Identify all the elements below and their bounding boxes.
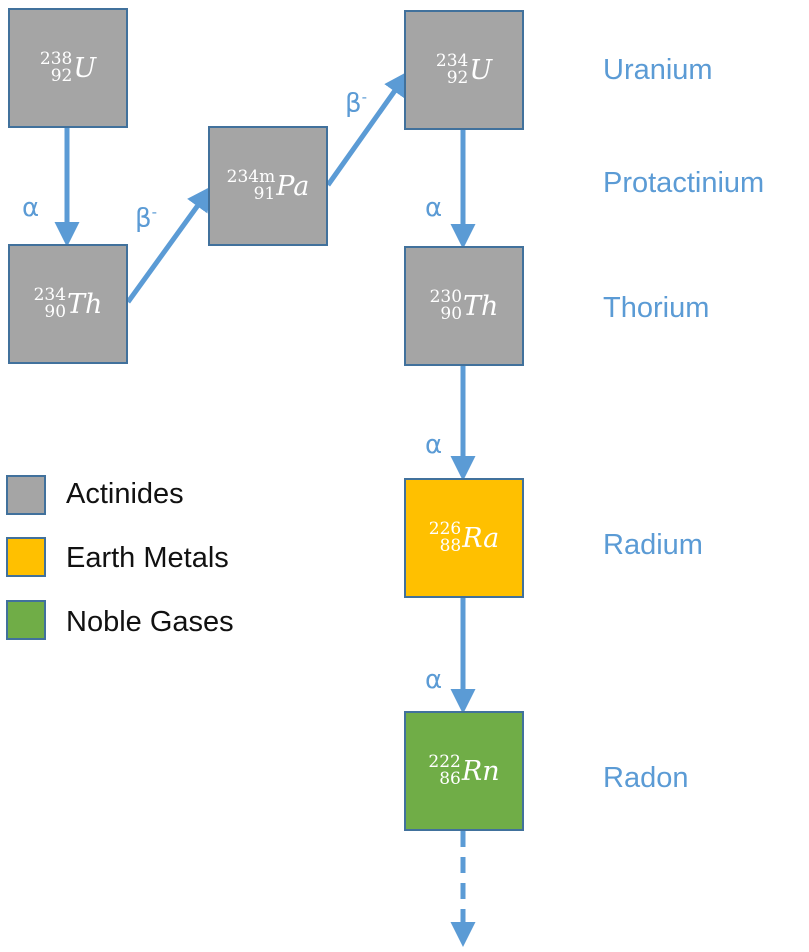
legend-label-noble-gases: Noble Gases — [66, 606, 234, 638]
decay-label-alpha: α — [425, 430, 443, 460]
decay-label-beta: β- — [345, 88, 368, 119]
legend-label-earth-metals: Earth Metals — [66, 542, 229, 574]
decay-label-alpha: α — [425, 665, 443, 695]
decay-label-alpha: α — [22, 193, 40, 223]
element-name-uranium: Uranium — [603, 54, 713, 86]
legend-swatch-noble-gases — [6, 600, 46, 640]
arrow-beta-pa234m-u234 — [325, 70, 409, 187]
legend-label-actinides: Actinides — [66, 478, 184, 510]
element-name-radium: Radium — [603, 529, 703, 561]
decay-label-alpha: α — [425, 193, 443, 223]
element-name-radon: Radon — [603, 762, 689, 794]
legend-swatch-earth-metals — [6, 537, 46, 577]
legend-swatch-actinides — [6, 475, 46, 515]
element-name-thorium: Thorium — [603, 292, 710, 324]
arrow-beta-th234-pa234m — [125, 185, 212, 304]
element-name-protactinium: Protactinium — [603, 167, 765, 199]
decay-label-beta: β- — [135, 203, 158, 234]
